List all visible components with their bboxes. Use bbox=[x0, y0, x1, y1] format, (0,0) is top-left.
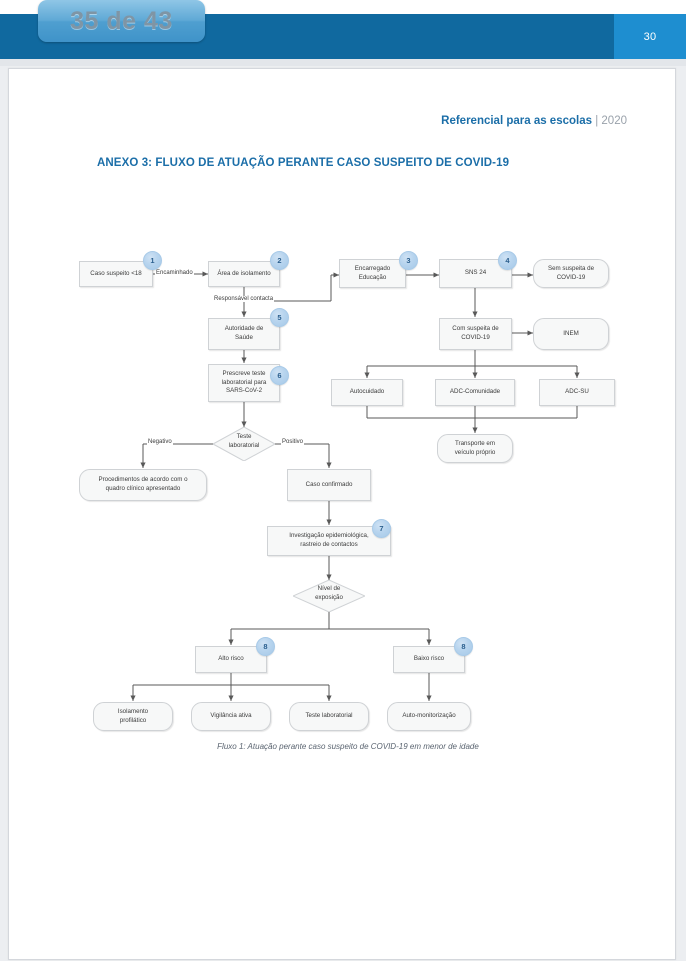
figure-caption: Fluxo 1: Atuação perante caso suspeito d… bbox=[217, 742, 479, 751]
node-label: Investigação epidemiológica, rastreio de… bbox=[289, 532, 369, 548]
node-label: Vigilância ativa bbox=[210, 712, 252, 719]
step-badge-label: 1 bbox=[150, 256, 155, 265]
node-label: Prescreve teste laboratorial para SARS-C… bbox=[221, 369, 267, 395]
edge-label-negativo: Negativo bbox=[147, 439, 173, 445]
flowchart: Caso suspeito <18 Área de isolamento Enc… bbox=[9, 69, 677, 961]
page-title: ANEXO 3: FLUXO DE ATUAÇÃO PERANTE CASO S… bbox=[97, 157, 510, 169]
node-label: Procedimentos de acordo com o quadro clí… bbox=[98, 476, 188, 492]
node-investigacao-epidemiologica[interactable]: Investigação epidemiológica, rastreio de… bbox=[267, 526, 391, 556]
node-label: Alto risco bbox=[218, 655, 244, 662]
node-procedimentos-quadro-clinico[interactable]: Procedimentos de acordo com o quadro clí… bbox=[79, 469, 207, 501]
step-badge-2: 2 bbox=[270, 251, 289, 270]
step-badge-7: 7 bbox=[372, 519, 391, 538]
node-label: Área de isolamento bbox=[217, 269, 271, 277]
running-head-year: 2020 bbox=[601, 115, 627, 127]
node-adc-comunidade[interactable]: ADC-Comunidade bbox=[435, 379, 515, 406]
step-badge-label: 6 bbox=[277, 371, 282, 380]
node-sem-suspeita-covid[interactable]: Sem suspeita de COVID-19 bbox=[533, 259, 609, 288]
step-badge-label: 2 bbox=[277, 256, 282, 265]
node-encarregado-educacao[interactable]: Encarregado Educação bbox=[339, 259, 406, 288]
step-badge-5: 5 bbox=[270, 308, 289, 327]
node-baixo-risco[interactable]: Baixo risco bbox=[393, 646, 465, 673]
node-alto-risco[interactable]: Alto risco bbox=[195, 646, 267, 673]
decision-nivel-exposicao[interactable] bbox=[293, 580, 365, 612]
document-page[interactable]: Referencial para as escolas | 2020 ANEXO… bbox=[8, 68, 676, 960]
node-prescreve-teste[interactable]: Prescreve teste laboratorial para SARS-C… bbox=[208, 364, 280, 402]
node-vigilancia-ativa[interactable]: Vigilância ativa bbox=[191, 702, 271, 731]
node-auto-monitorizacao[interactable]: Auto-monitorização bbox=[387, 702, 471, 731]
running-head-text: Referencial para as escolas bbox=[441, 115, 593, 127]
node-label: Com suspeita de COVID-19 bbox=[452, 325, 499, 341]
toolbar-bottom-strip bbox=[0, 59, 686, 66]
node-caso-suspeito[interactable]: Caso suspeito <18 bbox=[79, 261, 153, 287]
node-label: Encarregado Educação bbox=[354, 264, 391, 281]
node-inem[interactable]: INEM bbox=[533, 318, 609, 350]
node-area-isolamento[interactable]: Área de isolamento bbox=[208, 261, 280, 287]
edge-label-encaminhado: Encaminhado bbox=[155, 270, 194, 276]
node-label: Teste laboratorial bbox=[305, 712, 353, 719]
step-badge-8-alto: 8 bbox=[256, 637, 275, 656]
running-head: Referencial para as escolas | 2020 bbox=[441, 115, 627, 127]
node-com-suspeita-covid[interactable]: Com suspeita de COVID-19 bbox=[439, 318, 512, 350]
step-badge-8-baixo: 8 bbox=[454, 637, 473, 656]
node-label: INEM bbox=[563, 329, 579, 337]
node-caso-confirmado[interactable]: Caso confirmado bbox=[287, 469, 371, 501]
diamond-icon bbox=[213, 427, 275, 461]
node-autocuidado[interactable]: Autocuidado bbox=[331, 379, 403, 406]
node-label: Caso suspeito <18 bbox=[90, 269, 142, 277]
step-badge-3: 3 bbox=[399, 251, 418, 270]
node-label: Baixo risco bbox=[413, 655, 445, 662]
step-badge-4: 4 bbox=[498, 251, 517, 270]
page-position-tooltip: 35 de 43 bbox=[38, 0, 205, 42]
node-teste-laboratorial-acao[interactable]: Teste laboratorial bbox=[289, 702, 369, 731]
node-adc-su[interactable]: ADC-SU bbox=[539, 379, 615, 406]
step-badge-label: 4 bbox=[505, 256, 510, 265]
node-autoridade-saude[interactable]: Autoridade de Saúde bbox=[208, 318, 280, 350]
node-label: Auto-monitorização bbox=[402, 712, 456, 719]
node-transporte-veiculo[interactable]: Transporte em veículo próprio bbox=[437, 434, 513, 463]
step-badge-label: 8 bbox=[461, 642, 466, 651]
step-badge-label: 8 bbox=[263, 642, 268, 651]
node-label: Caso confirmado bbox=[305, 480, 353, 488]
node-isolamento-profilatico[interactable]: Isolamento profilático bbox=[93, 702, 173, 731]
flowchart-connectors bbox=[130, 271, 580, 702]
node-label: SNS 24 bbox=[464, 269, 487, 276]
node-label: ADC-SU bbox=[565, 388, 589, 395]
node-label: Transporte em veículo próprio bbox=[454, 439, 496, 456]
edge-label-positivo: Positivo bbox=[281, 439, 305, 445]
node-label: Autoridade de Saúde bbox=[224, 325, 264, 341]
diamond-icon bbox=[293, 580, 365, 612]
node-label: ADC-Comunidade bbox=[449, 388, 501, 395]
edge-label-responsavel-contacta: Responsável contacta bbox=[213, 296, 275, 302]
step-badge-6: 6 bbox=[270, 366, 289, 385]
decision-teste-laboratorial-label: Teste laboratorial bbox=[228, 433, 260, 449]
node-label: Isolamento profilático bbox=[117, 707, 149, 724]
decision-teste-laboratorial[interactable] bbox=[213, 427, 275, 461]
running-head-separator: | bbox=[592, 115, 602, 127]
step-badge-label: 3 bbox=[406, 256, 411, 265]
page-position-label: 35 de 43 bbox=[70, 6, 173, 35]
step-badge-1: 1 bbox=[143, 251, 162, 270]
page-number-badge[interactable]: 30 bbox=[614, 14, 686, 59]
node-label: Sem suspeita de COVID-19 bbox=[547, 264, 595, 281]
step-badge-label: 5 bbox=[277, 313, 282, 322]
decision-nivel-exposicao-label: Nível de exposição bbox=[315, 585, 343, 601]
node-label: Autocuidado bbox=[349, 388, 385, 395]
step-badge-label: 7 bbox=[379, 524, 384, 533]
page-number-label: 30 bbox=[643, 30, 657, 43]
